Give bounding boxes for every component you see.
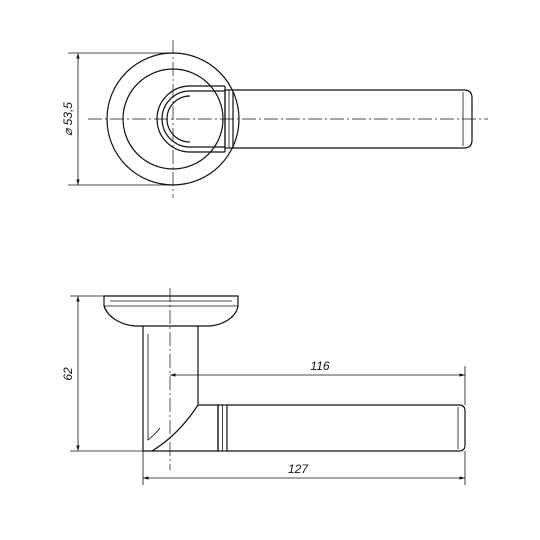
side-view: 62 116 127 bbox=[61, 288, 466, 485]
lever-bar-side-view bbox=[227, 404, 466, 452]
height-label: 62 bbox=[61, 367, 75, 381]
lever-length-label: 116 bbox=[310, 359, 329, 373]
neck-profile bbox=[142, 326, 199, 452]
overall-length-label: 127 bbox=[288, 462, 309, 476]
rose-profile bbox=[103, 295, 239, 327]
diameter-label: ⌀ 53,5 bbox=[61, 102, 75, 136]
top-view: ⌀ 53,5 bbox=[61, 40, 488, 198]
